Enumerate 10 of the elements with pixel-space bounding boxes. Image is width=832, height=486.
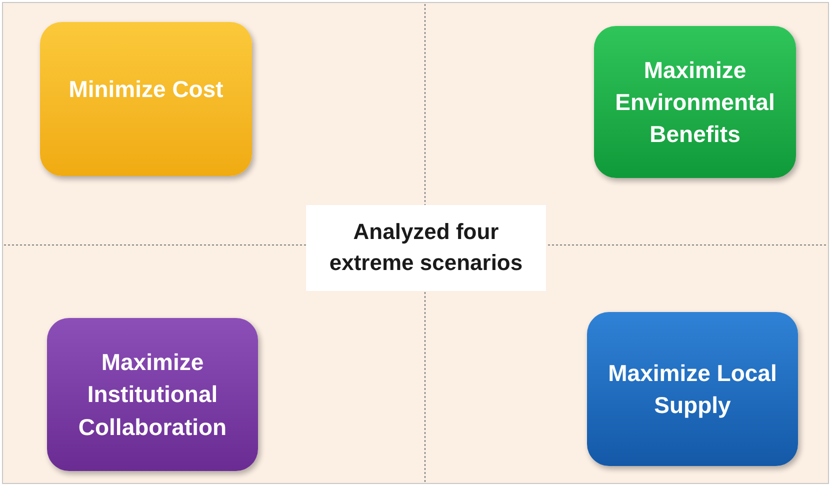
scenario-label: Maximize Institutional Collaboration — [77, 348, 228, 442]
scenario-box — [587, 312, 798, 466]
scenario-box — [40, 22, 252, 176]
scenario-box — [594, 26, 796, 178]
center-label-box — [306, 205, 546, 291]
scenario-label: Minimize Cost — [68, 74, 224, 104]
scenario-box — [47, 318, 258, 471]
scenario-label: Maximize Local Supply — [607, 358, 778, 420]
center-label: Analyzed four extreme scenarios — [328, 218, 524, 277]
scenario-label: Maximize Environmental Benefits — [614, 56, 776, 150]
